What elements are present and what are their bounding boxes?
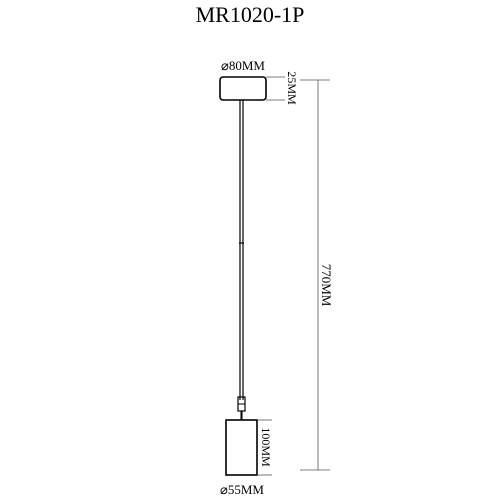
model-title: MR1020-1P bbox=[196, 2, 305, 27]
shade-height-label: 100MM bbox=[259, 427, 273, 467]
shade-diameter-label: ⌀55MM bbox=[220, 482, 264, 497]
canopy bbox=[219, 76, 285, 101]
canopy-body bbox=[219, 76, 267, 101]
total-height-label: 770MM bbox=[319, 264, 334, 307]
suspension-rod bbox=[237, 100, 246, 420]
canopy-height-label: 25MM bbox=[285, 71, 299, 105]
shade-body bbox=[225, 419, 258, 476]
canopy-diameter-label: ⌀80MM bbox=[221, 58, 265, 73]
shade bbox=[225, 419, 272, 476]
total-height-dimension bbox=[300, 79, 330, 471]
